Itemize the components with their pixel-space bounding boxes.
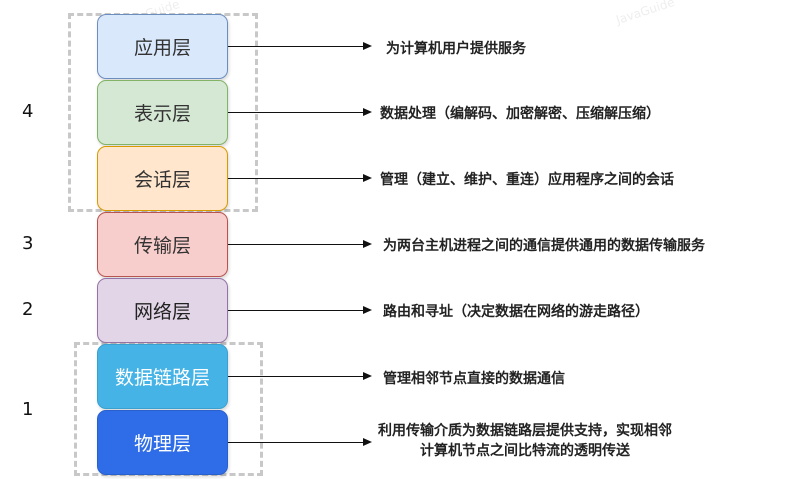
layer-network: 网络层 [97,278,228,343]
arrow-transport [228,240,372,248]
watermark: JavaGuide [614,0,677,28]
arrow-session [228,174,372,182]
layer-session: 会话层 [97,146,228,211]
desc-physical: 利用传输介质为数据链路层提供支持，实现相邻 计算机节点之间比特流的透明传送 [378,421,672,461]
desc-session: 管理（建立、维护、重连）应用程序之间的会话 [380,172,674,188]
arrow-presentation [228,108,372,116]
layer-transport: 传输层 [97,212,228,277]
layer-physical: 物理层 [97,410,228,475]
desc-presentation: 数据处理（编解码、加密解密、压缩解压缩） [380,106,660,122]
arrow-network [228,306,372,314]
desc-data-link: 管理相邻节点直接的数据通信 [383,371,565,387]
desc-application: 为计算机用户提供服务 [386,41,526,57]
arrow-data-link [228,372,372,380]
layer-application: 应用层 [97,14,228,79]
arrow-application [228,42,372,50]
desc-transport: 为两台主机进程之间的通信提供通用的数据传输服务 [383,238,705,254]
group-label-1: 1 [22,399,34,420]
layer-presentation: 表示层 [97,80,228,145]
group-label-3: 3 [22,233,34,254]
group-label-2: 2 [22,299,34,320]
arrow-physical [228,438,372,446]
desc-network: 路由和寻址（决定数据在网络的游走路径） [383,304,649,320]
group-label-4: 4 [22,101,34,122]
desc-physical-line1: 利用传输介质为数据链路层提供支持，实现相邻 [378,423,672,439]
desc-physical-line2: 计算机节点之间比特流的透明传送 [420,443,630,459]
layer-data-link: 数据链路层 [97,344,228,409]
